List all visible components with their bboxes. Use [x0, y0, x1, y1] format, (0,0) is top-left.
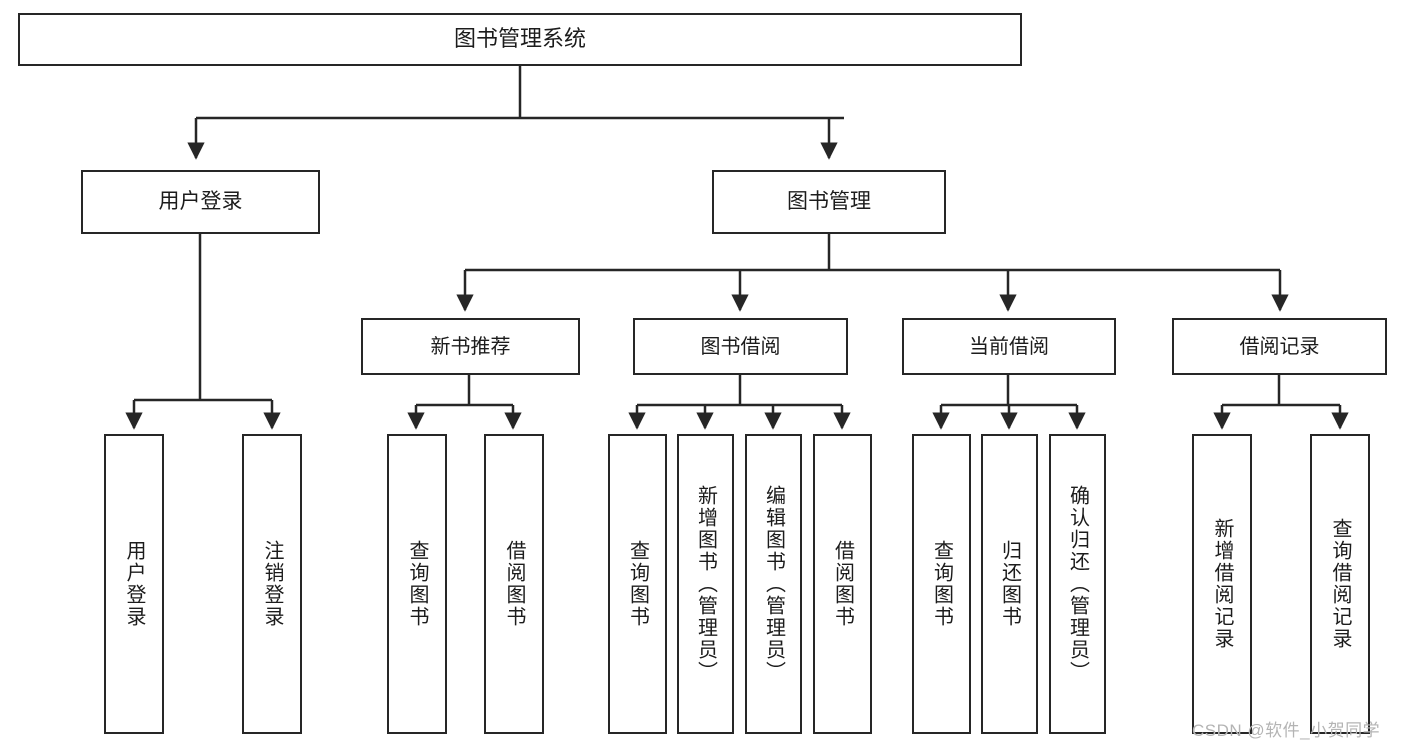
node-book-borrow[interactable]: 图书借阅 — [633, 318, 848, 375]
node-label: 查询图书 — [930, 540, 953, 628]
node-user-login[interactable]: 用户登录 — [81, 170, 320, 234]
node-label: 查询借阅记录 — [1329, 518, 1351, 650]
node-label: 编辑图书（管理员） — [762, 485, 785, 683]
node-label: 图书借阅 — [700, 335, 781, 358]
leaf-current-borrow-return-book[interactable]: 归还图书 — [981, 434, 1038, 734]
node-label: 新增借阅记录 — [1211, 518, 1233, 650]
node-label: 确认归还（管理员） — [1066, 485, 1089, 683]
leaf-new-book-query-book[interactable]: 查询图书 — [387, 434, 447, 734]
node-label: 查询图书 — [406, 540, 428, 628]
node-label: 归还图书 — [998, 540, 1021, 628]
node-label: 用户登录 — [123, 540, 145, 628]
node-label: 注销登录 — [261, 540, 283, 628]
node-label: 新书推荐 — [430, 335, 511, 358]
node-label: 查询图书 — [626, 540, 649, 628]
leaf-book-borrow-query-book[interactable]: 查询图书 — [608, 434, 667, 734]
node-label: 用户登录 — [158, 190, 243, 214]
leaf-borrow-record-add-record[interactable]: 新增借阅记录 — [1192, 434, 1252, 734]
leaf-current-borrow-query-book[interactable]: 查询图书 — [912, 434, 971, 734]
leaf-current-borrow-confirm-return-admin[interactable]: 确认归还（管理员） — [1049, 434, 1106, 734]
node-current-borrow[interactable]: 当前借阅 — [902, 318, 1116, 375]
leaf-book-borrow-edit-book-admin[interactable]: 编辑图书（管理员） — [745, 434, 802, 734]
node-new-book-recommend[interactable]: 新书推荐 — [361, 318, 580, 375]
node-label: 图书管理 — [787, 190, 871, 214]
node-book-management[interactable]: 图书管理 — [712, 170, 946, 234]
node-label: 借阅记录 — [1239, 335, 1320, 358]
leaf-book-borrow-add-book-admin[interactable]: 新增图书（管理员） — [677, 434, 734, 734]
node-label: 图书管理系统 — [453, 26, 586, 52]
node-label: 新增图书（管理员） — [694, 485, 717, 683]
leaf-user-login-logout[interactable]: 注销登录 — [242, 434, 302, 734]
leaf-borrow-record-query-record[interactable]: 查询借阅记录 — [1310, 434, 1370, 734]
node-root-book-management-system[interactable]: 图书管理系统 — [18, 13, 1022, 66]
node-label: 借阅图书 — [831, 540, 854, 628]
leaf-user-login-login[interactable]: 用户登录 — [104, 434, 164, 734]
node-label: 当前借阅 — [969, 335, 1049, 358]
leaf-book-borrow-borrow-book[interactable]: 借阅图书 — [813, 434, 872, 734]
node-label: 借阅图书 — [503, 540, 525, 628]
csdn-watermark: CSDN @软件_小贺同学 — [1192, 721, 1381, 740]
node-borrow-record[interactable]: 借阅记录 — [1172, 318, 1387, 375]
leaf-new-book-borrow-book[interactable]: 借阅图书 — [484, 434, 544, 734]
